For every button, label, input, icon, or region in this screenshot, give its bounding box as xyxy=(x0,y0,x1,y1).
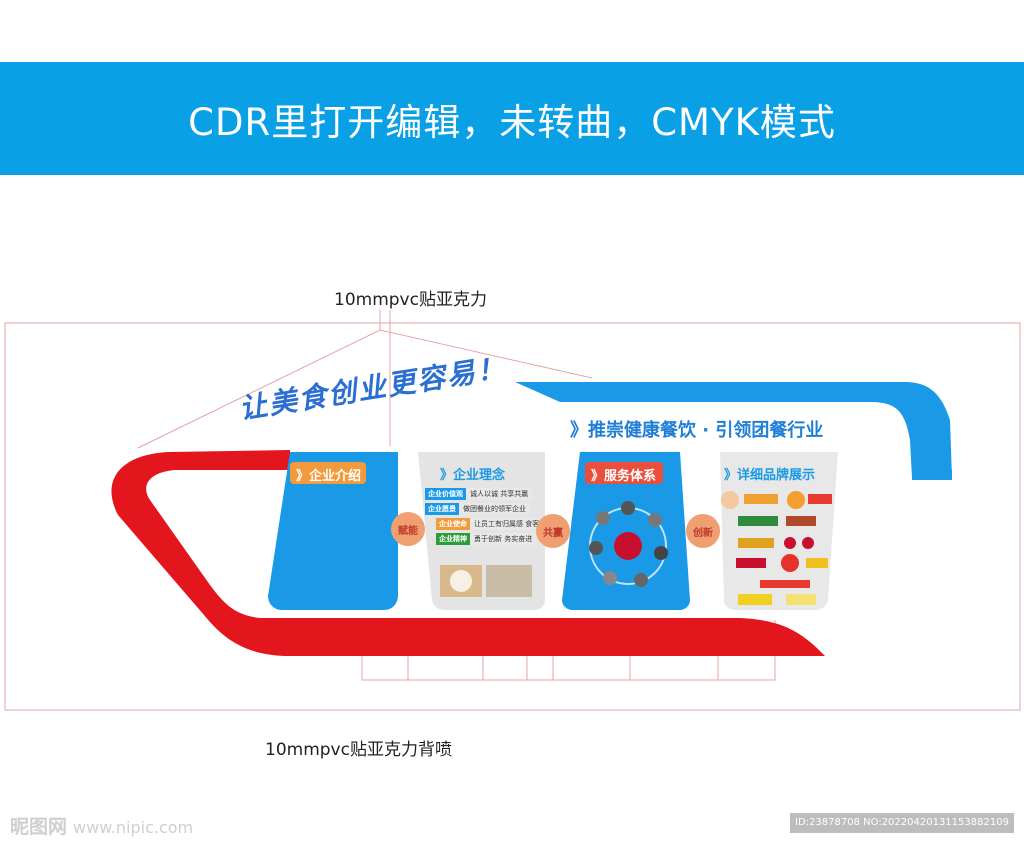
philosophy-row: 企业价值观 诚人以诚 共享共赢 xyxy=(425,488,533,500)
panel-company-intro xyxy=(268,452,398,610)
philosophy-photo-2 xyxy=(486,565,532,597)
banner-title: CDR里打开编辑，未转曲，CMYK模式 xyxy=(188,101,836,144)
watermark-id: ID:23878708 NO:20220420131153882109 xyxy=(790,813,1014,833)
philosophy-row: 企业使命 让员工有归属感 食客满意 xyxy=(436,518,558,530)
panel-title-service: 》服务体系 xyxy=(591,469,657,484)
top-banner: CDR里打开编辑，未转曲，CMYK模式 xyxy=(0,62,1024,175)
badge-innovation: 创新 xyxy=(686,514,720,548)
brand-logo-grid xyxy=(721,491,832,605)
panel-brand-display xyxy=(720,452,838,610)
badge-empower: 赋能 xyxy=(391,512,425,546)
philosophy-row: 企业愿景 做团餐业的领军企业 xyxy=(425,503,530,515)
badge-win-win: 共赢 xyxy=(536,514,570,548)
wall-headline: 》推崇健康餐饮 · 引领团餐行业 xyxy=(570,420,824,441)
bottom-material-label: 10mmpvc贴亚克力背喷 xyxy=(265,740,452,760)
philosophy-row: 企业精神 勇于创新 务实奋进 xyxy=(436,533,537,545)
top-material-label: 10mmpvc贴亚克力 xyxy=(334,290,487,310)
panel-title-philosophy: 》企业理念 xyxy=(440,468,506,483)
panel-title-intro: 》企业介绍 xyxy=(296,469,362,484)
red-swoosh-shape xyxy=(111,450,825,656)
panel-title-brands: 》详细品牌展示 xyxy=(724,468,816,483)
blue-swoosh-shape xyxy=(515,382,952,478)
